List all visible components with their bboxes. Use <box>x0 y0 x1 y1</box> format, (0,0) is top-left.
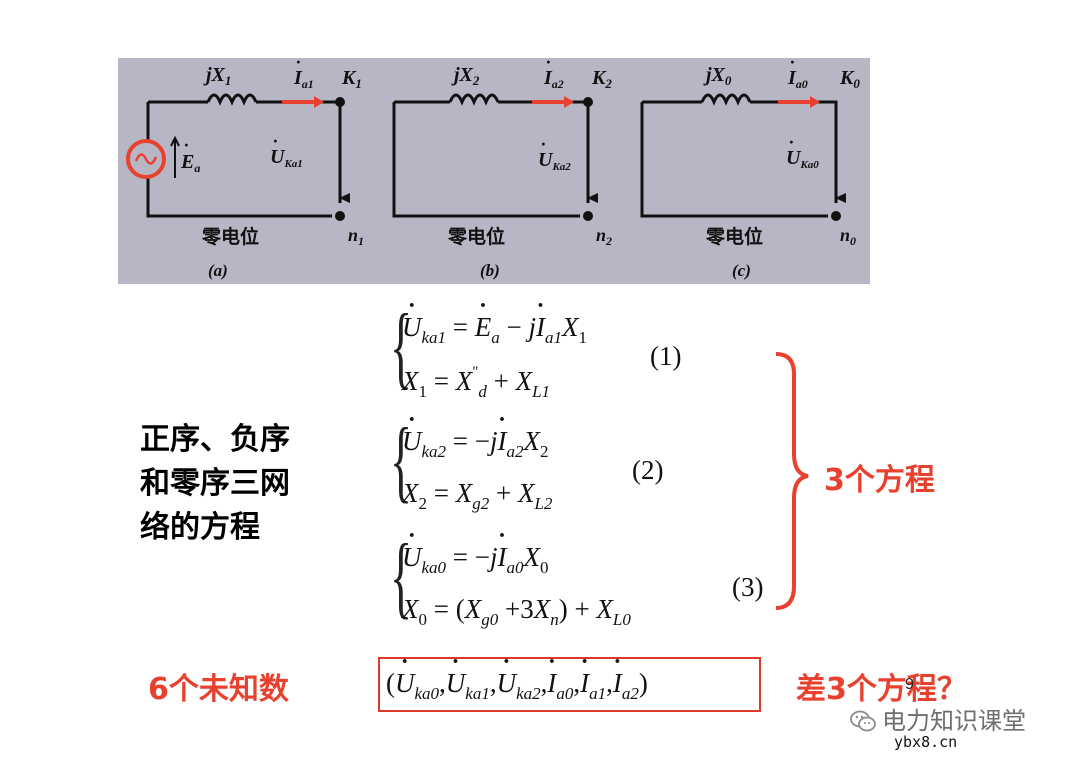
svg-text:Ia0: Ia0 <box>787 67 808 91</box>
inductor-icon <box>448 93 500 106</box>
equation-3b: X0 = (Xg0 +3Xn) + XL0 <box>402 594 631 629</box>
summary-label: 3个方程 <box>824 463 935 498</box>
section-label-line: 正序、负序 <box>140 422 290 457</box>
inductor-icon <box>206 93 258 106</box>
svg-text:零电位: 零电位 <box>201 225 259 248</box>
wechat-icon <box>850 710 876 732</box>
svg-text:·: · <box>790 58 795 72</box>
section-label: 正序、负序 和零序三网 络的方程 <box>140 418 290 550</box>
equation-1a: Uka1 = Ea − jIa1X1 <box>402 312 587 348</box>
svg-text:K0: K0 <box>839 67 860 91</box>
equation-number-2: (2) <box>632 455 664 485</box>
svg-text:jX1: jX1 <box>203 64 231 88</box>
circuit-c: jX0 Ia0 · K0 UKa0 · n0 零电位 (c) <box>640 58 860 280</box>
svg-text:(c): (c) <box>732 261 751 280</box>
site-url: ybx8.cn <box>894 733 958 751</box>
ac-source-icon <box>126 139 166 179</box>
svg-text:UKa0: UKa0 <box>786 147 819 171</box>
section-label-line: 和零序三网 <box>140 466 290 501</box>
svg-text:·: · <box>789 132 794 152</box>
missing-equations-label: 差3个方程？ <box>796 672 967 707</box>
svg-text:零电位: 零电位 <box>705 225 763 248</box>
svg-text:·: · <box>273 131 278 151</box>
equation-2b: X2 = Xg2 + XL2 <box>402 478 553 513</box>
svg-text:Ia1: Ia1 <box>293 67 314 91</box>
page-number: 9 <box>905 676 914 693</box>
inductor-icon <box>700 93 752 106</box>
svg-text:UKa1: UKa1 <box>270 146 303 170</box>
equation-number-1: (1) <box>650 341 682 371</box>
svg-text:零电位: 零电位 <box>447 225 505 248</box>
svg-text:Ia2: Ia2 <box>543 67 564 91</box>
svg-text:n1: n1 <box>348 225 364 248</box>
watermark: 电力知识课堂 <box>850 701 1026 736</box>
svg-text:UKa2: UKa2 <box>538 149 571 173</box>
svg-text:·: · <box>184 135 189 155</box>
svg-text:(b): (b) <box>480 261 500 280</box>
unknowns-label: 6个未知数 <box>148 672 289 707</box>
circuit-a: jX1 Ia1 · K1 UKa1 · Ea · n1 零电位 (a) <box>126 58 364 280</box>
svg-text:K2: K2 <box>591 67 612 91</box>
svg-text:K1: K1 <box>341 67 362 91</box>
unknowns-box: (Uka0,Uka1,Uka2,Ia0,Ia1,Ia2) <box>378 657 761 712</box>
equation-2a: Uka2 = −jIa2X2 <box>402 426 549 462</box>
svg-text:Ea: Ea <box>180 151 200 175</box>
sequence-networks-figure: jX1 Ia1 · K1 UKa1 · Ea · n1 零电位 (a) jX2 … <box>126 58 860 280</box>
section-label-line: 络的方程 <box>140 510 260 545</box>
svg-text:·: · <box>296 58 301 72</box>
svg-text:(a): (a) <box>208 261 228 280</box>
svg-text:n0: n0 <box>840 225 856 248</box>
right-brace <box>775 352 809 610</box>
svg-text:·: · <box>541 134 546 154</box>
equation-3a: Uka0 = −jIa0X0 <box>402 542 549 578</box>
watermark-text: 电力知识课堂 <box>882 707 1026 735</box>
svg-text:·: · <box>546 58 551 72</box>
equation-number-3: (3) <box>732 572 764 602</box>
equation-1b: X1 = X"d + XL1 <box>402 364 551 401</box>
svg-text:jX2: jX2 <box>451 64 480 88</box>
circuit-b: jX2 Ia2 · K2 UKa2 · n2 零电位 (b) <box>392 58 612 280</box>
unknowns-vector: (Uka0,Uka1,Uka2,Ia0,Ia1,Ia2) <box>386 668 648 704</box>
circuit-diagrams-panel: jX1 Ia1 · K1 UKa1 · Ea · n1 零电位 (a) jX2 … <box>118 58 870 284</box>
svg-text:jX0: jX0 <box>703 64 732 88</box>
svg-text:n2: n2 <box>596 225 612 248</box>
